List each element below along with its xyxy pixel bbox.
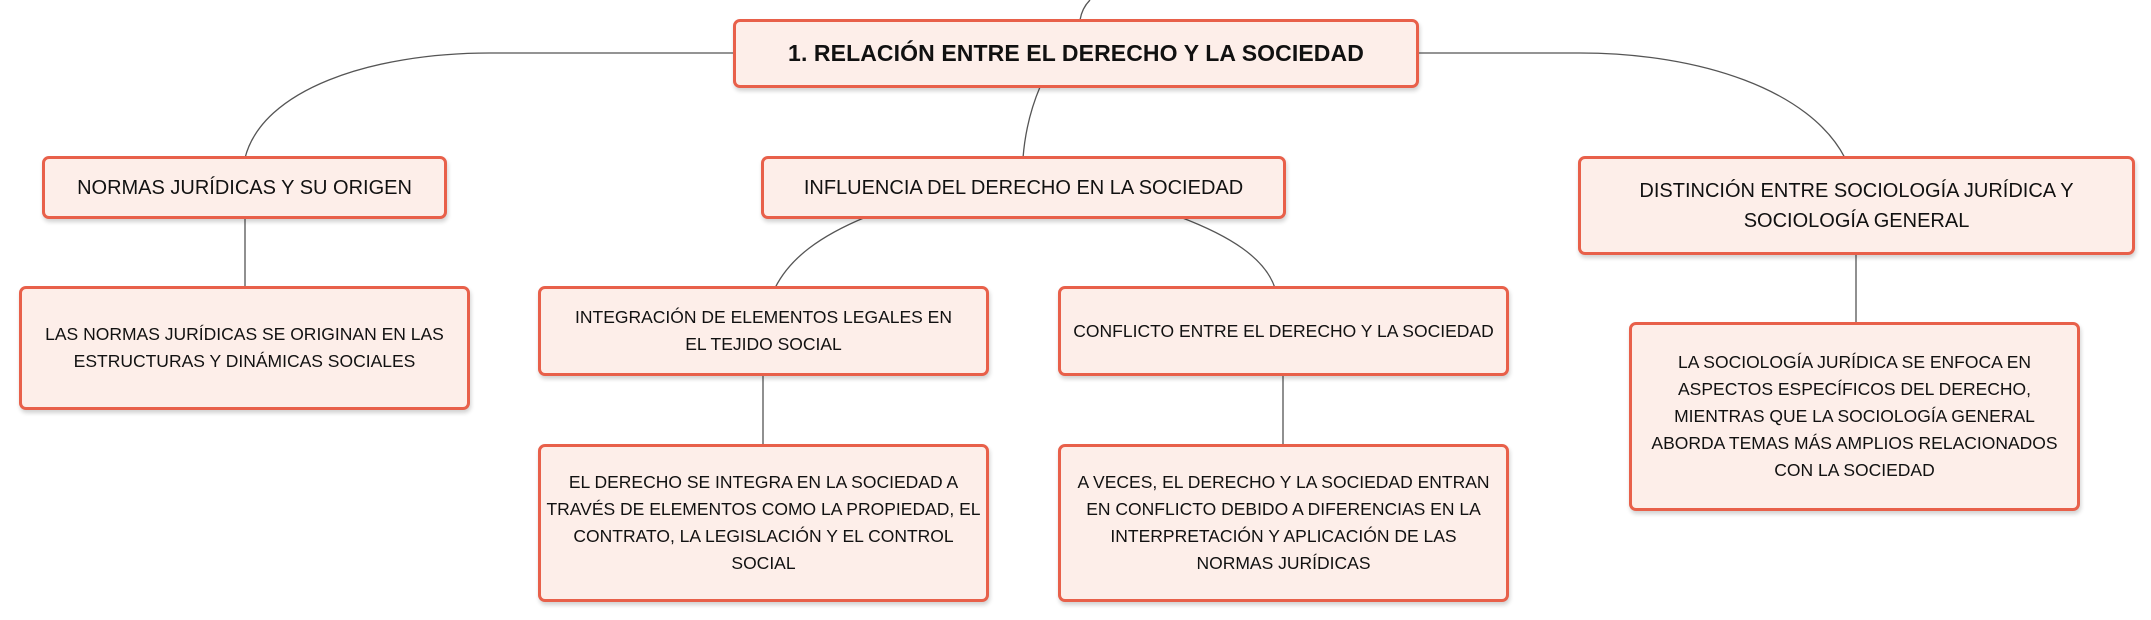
- detail-label-conflicto: A VECES, EL DERECHO Y LA SOCIEDAD ENTRAN…: [1077, 472, 1490, 573]
- topic-label-distincion: DISTINCIÓN ENTRE SOCIOLOGÍA JURÍDICA Y S…: [1639, 179, 2074, 232]
- connector-parent-to-root: [1079, 0, 1091, 21]
- subtopic-node-conflicto[interactable]: CONFLICTO ENTRE EL DERECHO Y LA SOCIEDAD: [1058, 286, 1509, 376]
- topic-label-influencia: INFLUENCIA DEL DERECHO EN LA SOCIEDAD: [803, 176, 1244, 199]
- root-topic-label: 1. RELACIÓN ENTRE EL DERECHO Y LA SOCIED…: [788, 40, 1364, 66]
- topic-node-influencia[interactable]: INFLUENCIA DEL DERECHO EN LA SOCIEDAD: [761, 156, 1286, 219]
- connector-root-to-influencia: [1022, 86, 1041, 159]
- detail-label-distincion: LA SOCIOLOGÍA JURÍDICA SE ENFOCA EN ASPE…: [1651, 352, 2058, 480]
- detail-node-distincion[interactable]: LA SOCIOLOGÍA JURÍDICA SE ENFOCA EN ASPE…: [1629, 322, 2080, 511]
- detail-label-integracion: EL DERECHO SE INTEGRA EN LA SOCIEDAD A T…: [546, 472, 981, 573]
- detail-node-integracion[interactable]: EL DERECHO SE INTEGRA EN LA SOCIEDAD A T…: [538, 444, 989, 602]
- detail-label-normas: LAS NORMAS JURÍDICAS SE ORIGINAN EN LAS …: [45, 324, 444, 371]
- root-topic-node[interactable]: 1. RELACIÓN ENTRE EL DERECHO Y LA SOCIED…: [733, 19, 1419, 88]
- topic-node-normas[interactable]: NORMAS JURÍDICAS Y SU ORIGEN: [42, 156, 447, 219]
- connector-root-to-distincion: [1418, 52, 1846, 159]
- detail-node-conflicto[interactable]: A VECES, EL DERECHO Y LA SOCIEDAD ENTRAN…: [1058, 444, 1509, 602]
- detail-node-normas[interactable]: LAS NORMAS JURÍDICAS SE ORIGINAN EN LAS …: [19, 286, 470, 410]
- subtopic-label-integracion: INTEGRACIÓN DE ELEMENTOS LEGALES EN EL T…: [575, 307, 952, 354]
- connector-influencia-to-conflicto: [1179, 216, 1276, 289]
- connector-influencia-to-integracion: [774, 216, 867, 289]
- subtopic-label-conflicto: CONFLICTO ENTRE EL DERECHO Y LA SOCIEDAD: [1073, 320, 1494, 341]
- connector-root-to-normas: [244, 52, 735, 159]
- topic-label-normas: NORMAS JURÍDICAS Y SU ORIGEN: [77, 176, 412, 199]
- subtopic-node-integracion[interactable]: INTEGRACIÓN DE ELEMENTOS LEGALES EN EL T…: [538, 286, 989, 376]
- topic-node-distincion[interactable]: DISTINCIÓN ENTRE SOCIOLOGÍA JURÍDICA Y S…: [1578, 156, 2135, 255]
